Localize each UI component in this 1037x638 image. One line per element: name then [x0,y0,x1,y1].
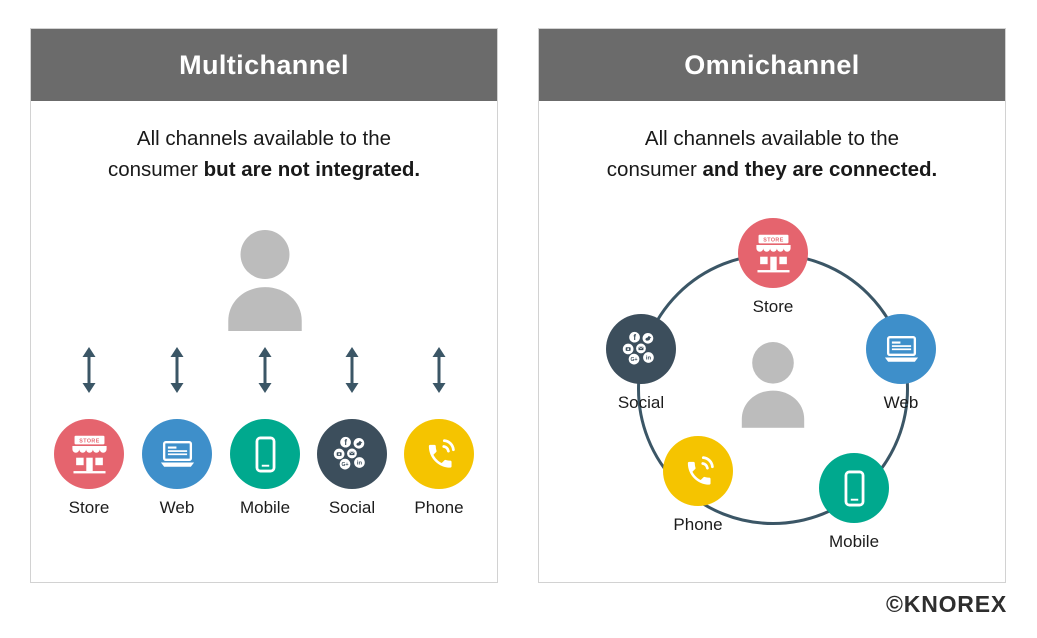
mobile-bubble [230,419,300,489]
web-bubble [866,314,936,384]
consumer-figure [219,229,311,331]
omnichannel-title: Omnichannel [684,49,860,80]
channel-mobile: Mobile [221,419,309,518]
panel-omnichannel: Omnichannel All channels available to th… [538,28,1006,583]
two-way-arrow-icon [257,347,273,393]
omnichannel-header-bar: Omnichannel [539,29,1005,101]
store-bubble [738,218,808,288]
social-icon [329,431,376,478]
channel-social: Social [308,419,396,518]
channel-phone: Phone [654,436,742,535]
channel-mobile: Mobile [810,453,898,552]
multichannel-header-bar: Multichannel [31,29,497,101]
phone-icon [416,431,463,478]
social-label: Social [328,498,376,517]
channel-web: Web [133,419,221,518]
description-line2-bold: and they are connected. [702,158,938,181]
social-bubble [317,419,387,489]
web-icon [878,326,925,373]
social-bubble [606,314,676,384]
channel-store: Store [729,218,817,317]
person-icon [734,341,812,428]
two-way-arrow-icon [169,347,185,393]
description-line2: consumer [606,158,697,181]
phone-bubble [663,436,733,506]
two-way-arrow-icon [431,347,447,393]
web-label: Web [883,393,919,412]
web-label: Web [159,498,195,517]
person-icon [219,229,311,331]
description-line1: All channels available to the [136,127,392,150]
social-icon [618,326,665,373]
store-icon [750,230,797,277]
phone-label: Phone [414,498,464,517]
knorex-copyright: ©KNOREX [886,591,1007,617]
phone-label: Phone [673,515,723,534]
mobile-bubble [819,453,889,523]
mobile-icon [242,431,289,478]
store-icon [66,431,113,478]
multichannel-description: All channels available to the consumer b… [31,123,497,185]
channel-store: Store [45,419,133,518]
mobile-icon [831,465,878,512]
store-label: Store [752,297,794,316]
phone-icon [675,448,722,495]
panel-multichannel: Multichannel All channels available to t… [30,28,498,583]
mobile-label: Mobile [828,532,880,551]
description-line2: consumer [107,158,198,181]
channel-web: Web [857,314,945,413]
channel-phone: Phone [395,419,483,518]
store-bubble [54,419,124,489]
web-icon [154,431,201,478]
channel-social: Social [597,314,685,413]
omnichannel-description: All channels available to the consumer a… [539,123,1005,185]
store-label: Store [68,498,110,517]
multichannel-title: Multichannel [179,49,349,80]
mobile-label: Mobile [239,498,291,517]
phone-bubble [404,419,474,489]
description-line1: All channels available to the [644,127,900,150]
description-line2-bold: but are not integrated. [203,158,421,181]
two-way-arrow-icon [344,347,360,393]
social-label: Social [617,393,665,412]
web-bubble [142,419,212,489]
consumer-figure [734,341,812,428]
two-way-arrow-icon [81,347,97,393]
